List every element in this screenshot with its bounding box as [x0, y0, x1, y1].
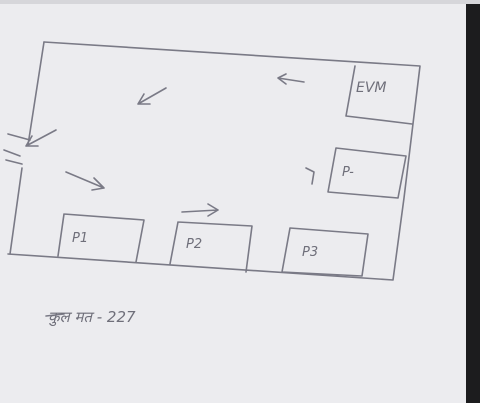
p2-box [169, 221, 253, 273]
evm-label: EVM [356, 80, 387, 96]
p1-box [57, 213, 145, 263]
arrow-exit [25, 129, 57, 147]
caption-stroke [45, 313, 65, 317]
total-votes-caption: कुल मत - 227 [48, 308, 136, 327]
arrow-mark [305, 167, 315, 185]
room-left-wall-bottom [9, 167, 23, 255]
evm-box [345, 65, 413, 125]
p3-label: P3 [302, 245, 318, 260]
photo-top-edge [0, 0, 480, 4]
p2-label: P2 [186, 237, 202, 252]
arrow-right [181, 203, 219, 217]
arrow-down-left [137, 87, 167, 105]
p1-label: P1 [72, 231, 88, 246]
p-right-label: P- [342, 165, 354, 180]
photo-edge [466, 0, 480, 403]
door-mark-bottom [3, 149, 23, 165]
arrow-down-right [65, 171, 105, 191]
room-left-wall-top [27, 41, 45, 146]
p3-box [281, 227, 369, 277]
p-right-box [327, 147, 407, 199]
room-outline [7, 41, 421, 281]
arrow-left [277, 73, 305, 85]
door-mark-top [7, 133, 31, 141]
